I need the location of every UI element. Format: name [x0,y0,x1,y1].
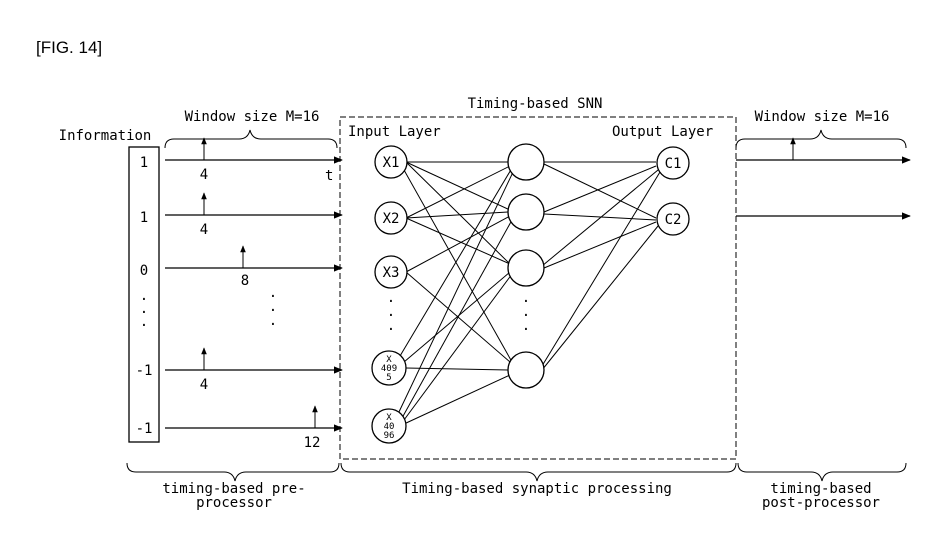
information-vector [128,146,160,443]
hidden-node-2 [507,193,545,231]
input-node-x4096-label-2: 40 [384,422,395,432]
input-layer-label: Input Layer [348,124,441,140]
input-node-x4095 [371,350,407,386]
info-value-4: -1 [136,363,153,379]
window-label-right: Window size M=16 [755,109,890,125]
synaptic-processing-label: Timing-based synaptic processing [402,481,672,497]
input-node-x3-label: X3 [383,265,400,281]
window-brace-left [164,129,338,149]
input-node-x4096 [371,408,407,444]
bottom-brace-synaptic [340,462,737,482]
input-node-x2 [374,201,408,235]
output-node-c2-label: C2 [665,212,682,228]
timeline-vertical-dots: ... [269,285,277,329]
input-node-x4095-label-3: 5 [386,373,391,383]
post-processor-label-line1: timing-based [770,481,871,497]
window-brace-right [735,129,907,149]
input-node-x4096-label-1: X [386,413,392,423]
snn-title: Timing-based SNN [468,96,603,112]
input-node-x1 [374,145,408,179]
info-value-5: -1 [136,421,153,437]
post-processor-label-line2: post-processor [762,495,880,511]
input-layer-dots: ... [387,290,395,334]
figure-label: [FIG. 14] [36,38,102,57]
spike-time-5: 12 [304,435,321,451]
input-node-x4095-label-1: X [386,355,392,365]
info-vertical-dots: ... [140,288,148,330]
pre-processor-label-line2: processor [196,495,272,511]
spike-time-4: 4 [200,377,208,393]
info-value-2: 1 [140,210,148,226]
output-node-c1 [656,146,690,180]
time-axis-label: t [325,168,333,184]
output-layer-label: Output Layer [612,124,713,140]
spike-time-2: 4 [200,222,208,238]
information-label: Information [59,128,152,144]
spike-time-1: 4 [200,167,208,183]
snn-dashed-box [339,116,737,460]
hidden-node-1 [507,143,545,181]
hidden-node-4 [507,351,545,389]
input-node-x1-label: X1 [383,155,400,171]
input-node-x4096-label-3: 96 [384,431,395,441]
input-node-x2-label: X2 [383,211,400,227]
input-node-x3 [374,255,408,289]
input-node-x4095-label-2: 409 [381,364,397,374]
spike-time-3: 8 [241,273,249,289]
window-label-left: Window size M=16 [185,109,320,125]
info-value-3: 0 [140,263,148,279]
connections-hidden-output [541,161,661,371]
output-node-c1-label: C1 [665,156,682,172]
pre-processor-label-line1: timing-based pre- [162,481,305,497]
hidden-layer-dots: ... [522,290,530,334]
info-value-1: 1 [140,155,148,171]
output-node-c2 [656,202,690,236]
bottom-brace-post [737,462,907,482]
bottom-brace-pre [126,462,340,482]
connections-input-hidden [397,161,515,425]
hidden-node-3 [507,249,545,287]
